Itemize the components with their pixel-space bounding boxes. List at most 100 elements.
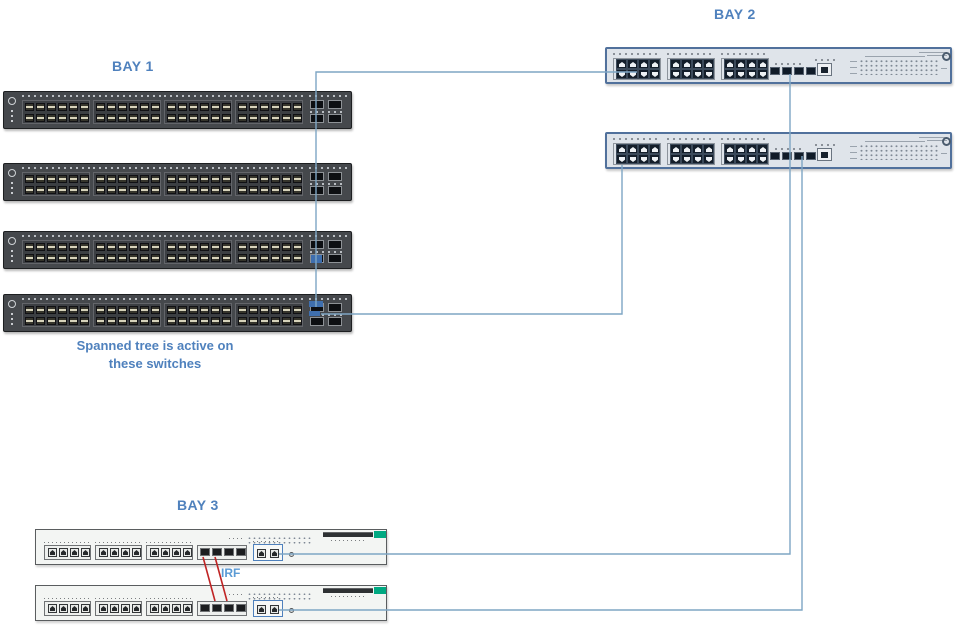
rj45-port — [140, 175, 149, 183]
rj45-port — [107, 254, 116, 262]
rj45-port — [121, 548, 130, 557]
rj45-port — [703, 59, 714, 69]
rj45-port — [80, 114, 89, 122]
rj45-port — [118, 317, 127, 325]
rj45-port — [80, 306, 89, 314]
rj45-port — [735, 144, 746, 154]
rj45-port — [211, 254, 220, 262]
connection-bay1-sw4-to-bay2-sw2 — [321, 165, 623, 315]
sfp-port — [794, 67, 804, 75]
sfp-port — [310, 114, 324, 123]
bay2-switch-2 — [605, 132, 952, 169]
rj45-port — [36, 317, 45, 325]
port-group — [22, 240, 90, 264]
rj45-port — [293, 175, 302, 183]
rj45-port — [735, 154, 746, 164]
irf-label: IRF — [221, 566, 241, 580]
sfp-port — [782, 152, 792, 160]
rj45-port — [746, 69, 757, 79]
rj45-port — [129, 254, 138, 262]
port-group — [721, 143, 769, 165]
rj45-port — [80, 254, 89, 262]
rj45-port — [59, 548, 68, 557]
uplink-label-marks — [253, 597, 279, 598]
port-labels-marks — [22, 167, 90, 169]
rj45-port — [692, 154, 703, 164]
sfp-port — [328, 317, 342, 326]
rj45-port — [167, 243, 176, 251]
rj45-port — [293, 254, 302, 262]
port-labels-marks — [667, 53, 715, 55]
port-labels-marks — [22, 235, 90, 237]
rj45-port — [200, 243, 209, 251]
rj45-port — [238, 175, 247, 183]
sfp-port — [806, 152, 816, 160]
rj45-port — [36, 306, 45, 314]
rj45-port — [616, 59, 627, 69]
rj45-port — [129, 306, 138, 314]
rj45-port — [151, 103, 160, 111]
status-led-grid — [859, 59, 939, 75]
rj45-port — [627, 59, 638, 69]
rj45-port — [260, 186, 269, 194]
port-number-marks — [146, 598, 193, 599]
console-label-marks — [815, 144, 835, 146]
led-bracket-mark — [865, 56, 925, 57]
hp-logo-icon — [8, 169, 16, 177]
bay3-switch-1 — [35, 529, 387, 565]
rj45-port — [58, 103, 67, 111]
rj45-port — [118, 186, 127, 194]
rj45-port — [681, 144, 692, 154]
rj45-port — [69, 306, 78, 314]
rj45-port — [161, 548, 170, 557]
rj45-port — [189, 103, 198, 111]
sfp-port — [310, 172, 324, 181]
rj45-port — [271, 254, 280, 262]
sfp-port — [200, 548, 210, 556]
rj45-port — [99, 548, 108, 557]
rj45-port — [200, 186, 209, 194]
model-text-marks — [11, 248, 13, 262]
rj45-port — [282, 254, 291, 262]
rj45-port — [129, 114, 138, 122]
rj45-port — [107, 306, 116, 314]
rj45-port — [238, 306, 247, 314]
rj45-port — [58, 114, 67, 122]
port-group — [44, 545, 91, 560]
rj45-port — [80, 243, 89, 251]
hpe-logo — [374, 587, 386, 594]
rj45-port — [58, 317, 67, 325]
rj45-port — [69, 103, 78, 111]
sfp-port — [310, 240, 324, 249]
port-labels-marks — [721, 53, 769, 55]
sfp-port — [328, 186, 342, 195]
rj45-port — [140, 317, 149, 325]
bay1-switch-3 — [3, 231, 352, 269]
rj45-port — [735, 69, 746, 79]
model-text-marks — [919, 52, 947, 53]
rj45-port — [238, 243, 247, 251]
spanning-tree-note-line1: Spanned tree is active on — [76, 338, 234, 353]
rj45-port — [757, 59, 768, 69]
rj45-port — [692, 144, 703, 154]
rj45-port — [47, 306, 56, 314]
rj45-port — [271, 114, 280, 122]
rj45-port — [638, 69, 649, 79]
port-group — [22, 172, 90, 196]
rj45-port — [70, 548, 79, 557]
rj45-port — [151, 306, 160, 314]
port-group — [146, 601, 193, 616]
port-group — [164, 100, 232, 124]
rj45-port — [96, 103, 105, 111]
rj45-port — [293, 103, 302, 111]
rj45-port — [25, 175, 34, 183]
rj45-port — [96, 175, 105, 183]
reset-button — [289, 552, 294, 557]
rj45-port — [681, 69, 692, 79]
port-group — [95, 545, 142, 560]
rj45-port — [293, 186, 302, 194]
rj45-port — [151, 114, 160, 122]
sfp-port — [212, 548, 222, 556]
rj45-port — [627, 69, 638, 79]
